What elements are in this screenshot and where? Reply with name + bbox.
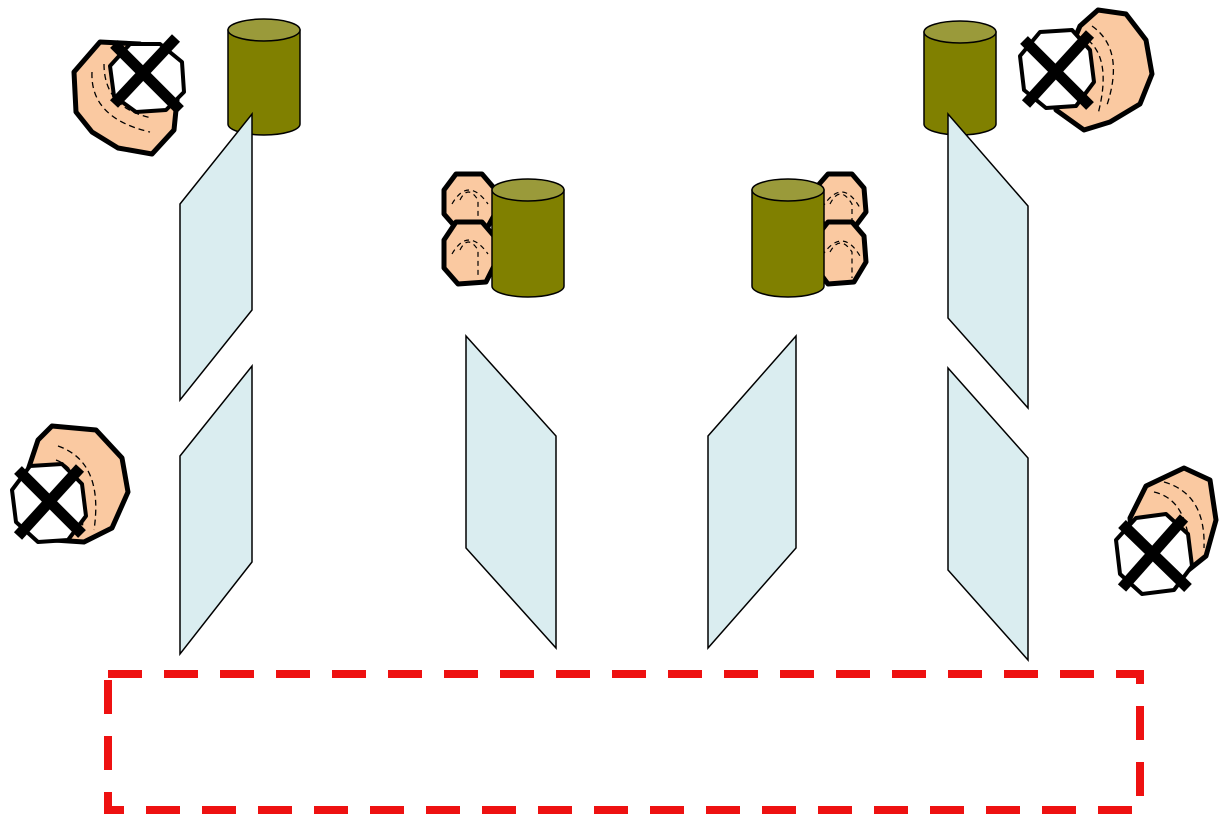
glass-panel-right-upper	[947, 111, 1029, 410]
person-blocked-top-right	[1018, 7, 1155, 133]
person-icon	[441, 219, 499, 287]
dashed-region-frame	[104, 670, 1144, 814]
cylinder-icon	[491, 189, 565, 298]
cylinder-center-left	[491, 178, 565, 298]
person-pair-center-right	[811, 171, 869, 287]
cylinder-icon	[751, 189, 825, 298]
cylinder-icon	[923, 31, 997, 136]
person-blocked-mid-right	[1114, 465, 1219, 596]
person-blocked-mid-left	[10, 423, 131, 545]
cylinder-icon	[227, 29, 301, 136]
cylinder-center-right	[751, 178, 825, 298]
cylinder-top-right	[923, 20, 997, 136]
glass-panel-left-upper	[179, 111, 253, 403]
person-pair-center-left	[441, 171, 499, 287]
cylinder-top-left	[227, 18, 301, 136]
glass-panel-left-lower	[179, 363, 253, 657]
person-blocked-top-left	[71, 34, 186, 157]
glass-panel-right-lower	[947, 366, 1029, 662]
glass-panel-center-right	[707, 334, 797, 650]
glass-panel-center-left	[465, 334, 557, 650]
